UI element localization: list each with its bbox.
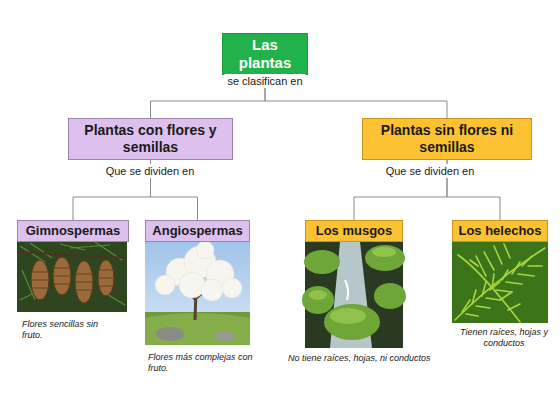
category-box: Angiospermas (145, 220, 250, 242)
pinecone-photo (17, 240, 127, 312)
category-box: Gimnospermas (17, 220, 129, 242)
description-note: Flores más complejas con fruto. (148, 352, 256, 374)
node-text: Las plantas (228, 36, 302, 72)
node-text: Plantas sin flores ni semillas (368, 122, 526, 156)
connector-label: Que se dividen en (383, 164, 478, 178)
group-box: Plantas sin flores ni semillas (362, 118, 532, 160)
connector-label: Que se dividen en (103, 164, 198, 178)
blossom-tree-photo (145, 240, 250, 345)
category-box: Los musgos (305, 220, 403, 242)
description-note: Tienen raíces, hojas y conductos (458, 327, 550, 349)
moss-photo (302, 242, 406, 348)
node-text: Los musgos (316, 223, 393, 239)
description-note: Flores sencillas sin fruto. (22, 319, 117, 341)
connector-label: se clasifican en (224, 74, 305, 88)
node-text: Gimnospermas (26, 223, 121, 239)
description-note: No tiene raíces, hojas, ni conductos (288, 353, 458, 364)
root-box: Las plantas (222, 33, 308, 75)
node-text: Plantas con flores y semillas (74, 122, 227, 156)
node-text: Los helechos (458, 223, 541, 239)
fern-photo (452, 242, 548, 323)
group-box: Plantas con flores y semillas (68, 118, 233, 160)
category-box: Los helechos (452, 220, 548, 242)
node-text: Angiospermas (152, 223, 242, 239)
